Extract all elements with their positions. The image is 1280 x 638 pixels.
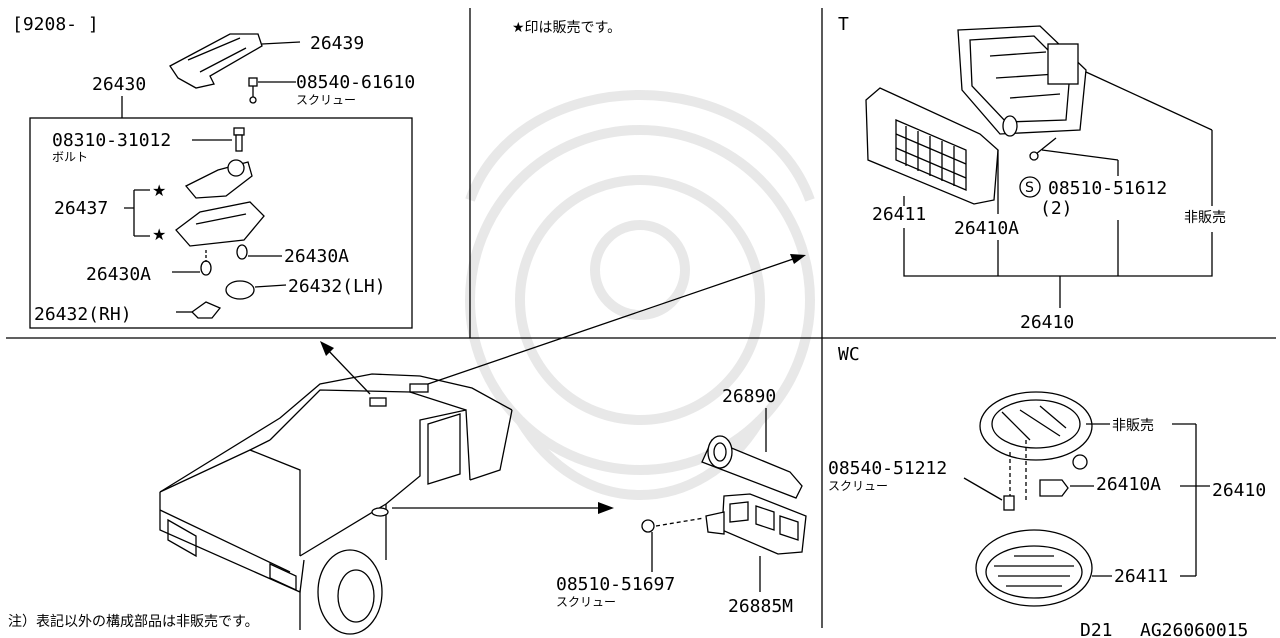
lens-26411 — [865, 87, 999, 205]
label-26410A-t: 26410A — [954, 218, 1019, 239]
label-08510-51612: 08510-51612 — [1048, 178, 1167, 199]
label-26432-lh: 26432(LH) — [288, 276, 386, 297]
section-wc-title: WC — [838, 344, 860, 365]
label-26411-t: 26411 — [872, 204, 926, 225]
label-screw-1: スクリュー — [296, 93, 356, 107]
bulb-26430A-right — [236, 244, 248, 260]
watermark-emblem — [465, 90, 815, 500]
footer-note: 注）表記以外の構成部品は非販売です。 — [8, 613, 259, 630]
label-08510-51697: 08510-51697 — [556, 574, 675, 595]
s-mark: S — [1025, 180, 1034, 196]
bracket-26439 — [169, 33, 263, 89]
model-code: D21 — [1080, 620, 1113, 638]
bulb-26430A-left — [200, 250, 212, 276]
label-26890: 26890 — [722, 386, 776, 407]
label-26430: 26430 — [92, 74, 146, 95]
screw-08510-51697 — [641, 517, 705, 533]
label-26432-rh: 26432(RH) — [34, 304, 132, 325]
section-wc: WC 非販売 08540-51212 スクリュー 26410A 2 — [828, 344, 1266, 607]
star-1: ★ — [152, 181, 166, 200]
bulb-26410A-wc — [1039, 479, 1069, 497]
lamp-housing-lower — [175, 201, 265, 247]
label-not-sold-t: 非販売 — [1184, 210, 1226, 226]
label-qty-2: (2) — [1040, 198, 1073, 219]
label-26410-t: 26410 — [1020, 312, 1074, 333]
s-mark-circle — [1019, 176, 1041, 198]
arrows — [320, 254, 806, 514]
lens-26411-wc — [975, 529, 1093, 607]
star-2: ★ — [152, 225, 166, 244]
dome-lamp-marker — [369, 397, 387, 407]
label-26410-wc: 26410 — [1212, 480, 1266, 501]
section-t-title: T — [838, 14, 849, 35]
screw-08540-61610 — [248, 77, 258, 104]
roof-lamp-marker — [409, 383, 429, 393]
diagram-code: AG26060015 — [1140, 620, 1248, 638]
label-08540-61610: 08540-61610 — [296, 72, 415, 93]
lens-26432-lh — [225, 280, 255, 300]
screw-08510-51612 — [1029, 137, 1057, 161]
lamp-base-26410 — [957, 25, 1087, 135]
bolt-08310-31012 — [233, 127, 245, 152]
frame-lines — [6, 8, 1276, 628]
bulb-26890 — [701, 435, 803, 499]
label-bolt: ボルト — [52, 150, 88, 164]
label-26439: 26439 — [310, 33, 364, 54]
lamp-housing-upper — [184, 159, 253, 199]
label-08540-51212: 08540-51212 — [828, 458, 947, 479]
screw-08540-51212 — [1003, 440, 1027, 511]
section-t: T 26411 26410A S 08510-51612 (2) — [838, 14, 1226, 333]
inset-main: [9208- ] 26439 08540-61610 スクリュー 26430 0… — [12, 14, 415, 329]
lamp-26885M — [705, 493, 807, 555]
bulb-26410A — [1002, 115, 1018, 137]
side-lamp-marker — [371, 507, 389, 517]
star-note: ★印は販売です。 — [512, 20, 621, 36]
label-26437: 26437 — [54, 198, 108, 219]
label-26430A-right: 26430A — [284, 246, 349, 267]
truck-illustration — [159, 373, 513, 635]
label-08310-31012: 08310-31012 — [52, 130, 171, 151]
date-range: [9208- ] — [12, 14, 99, 35]
label-26430A-left: 26430A — [86, 264, 151, 285]
lamp-base-wc — [979, 391, 1093, 470]
assembly-box — [29, 117, 413, 329]
label-screw-wc: スクリュー — [828, 479, 888, 493]
label-26411-wc: 26411 — [1114, 566, 1168, 587]
lens-26432-rh — [190, 301, 222, 319]
label-26410A-wc: 26410A — [1096, 474, 1161, 495]
bottom-parts: 26890 08510-51697 スクリュー 26885M — [556, 386, 807, 617]
label-not-sold-wc: 非販売 — [1112, 418, 1154, 434]
label-screw-bottom: スクリュー — [556, 595, 616, 609]
label-26885M: 26885M — [728, 596, 793, 617]
